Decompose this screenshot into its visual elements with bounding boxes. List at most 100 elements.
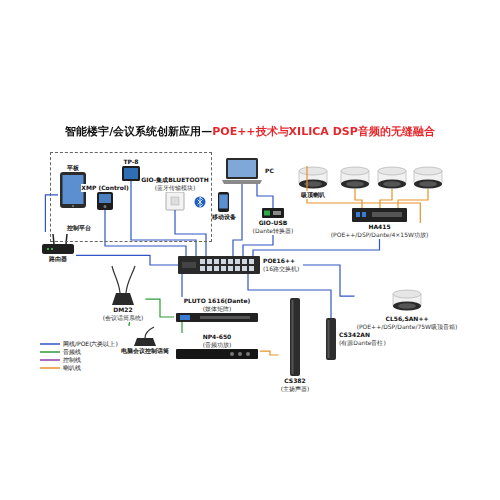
- ceiling-speaker: [414, 167, 442, 189]
- switch-ports: [200, 259, 256, 271]
- device-name: PC: [265, 167, 274, 175]
- amp-knob: [246, 352, 250, 356]
- ceiling-speaker: [299, 167, 327, 189]
- controller-icon: [97, 192, 113, 210]
- device-node: 电脑会议控制话筒: [119, 326, 171, 355]
- speaker-wire: [398, 189, 428, 208]
- device-detail: (蓝牙传输模块): [141, 184, 209, 192]
- router-antenna: [53, 234, 54, 244]
- device-node: GIO-集成BLUETOOTH(蓝牙传输模块): [139, 176, 211, 210]
- device-name: 路由器: [49, 255, 67, 263]
- speaker-grille: [414, 180, 442, 189]
- cable-line: [105, 210, 186, 256]
- router-led: [51, 248, 53, 250]
- gooseneck-mic: [126, 266, 135, 293]
- device-node: XMP (Control): [79, 184, 131, 210]
- device-node: PLUTO 1616(Dante)(媒体矩阵): [174, 297, 260, 322]
- title-text: 智能楼宇/会议系统创新应用—POE++技术与XILICA DSP音频的无缝融合: [65, 125, 435, 139]
- legend-label: 音频线: [63, 348, 81, 356]
- cable-line: [248, 274, 331, 318]
- wall-plate-icon: [166, 192, 184, 210]
- legend-label: 网线/POE(六类以上): [63, 340, 118, 348]
- label-block: 控制平台: [67, 224, 91, 232]
- speaker-grille: [393, 302, 421, 311]
- device-name: CL56,SAN++: [357, 315, 458, 323]
- cable-line: [131, 181, 196, 256]
- group-frame: 控制平台 平板 TP-8XMP (Control) GIO-集成BLUETOOTH(蓝…: [50, 152, 212, 242]
- cable-line: [76, 255, 178, 265]
- laptop-icon: [226, 158, 258, 179]
- switch-icon: [178, 256, 260, 274]
- phone-icon: [218, 192, 229, 212]
- device-name: 电脑会议控制话筒: [121, 347, 169, 355]
- amp-knob: [238, 352, 242, 356]
- column-speaker-highlight: [292, 300, 294, 374]
- device-name: XMP (Control): [81, 184, 129, 192]
- device-name: CS342AN: [339, 331, 386, 339]
- bluetooth-glyph: [198, 197, 203, 207]
- usb-adapter-led: [264, 211, 270, 216]
- label-block: CS382(主扬声器): [281, 377, 310, 393]
- column-speaker-icon: [290, 298, 300, 376]
- legend-line-sample: [40, 359, 60, 361]
- device-detail: (POE++/DSP/Dante/75W吸顶音箱): [357, 323, 458, 331]
- speaker-top: [414, 167, 442, 175]
- speaker-top: [393, 290, 421, 298]
- label-block: TP-8: [123, 158, 139, 166]
- label-block: 平板: [67, 164, 79, 172]
- speaker-cone: [383, 181, 401, 187]
- device-node: POE16++(16路交换机): [178, 256, 303, 274]
- device-node: HA415(POE++/DSP/Dante/4×15W功放): [329, 208, 431, 239]
- label-block: DM22(会议话筒系统): [103, 306, 144, 322]
- amplifier-terminal: [372, 212, 402, 217]
- label-block: CS342AN(有源Dante音柱): [339, 331, 386, 347]
- device-name: DM22: [103, 306, 144, 314]
- phone-screen: [219, 195, 228, 209]
- router-icon: [42, 244, 74, 254]
- device-name: HA415: [331, 223, 429, 231]
- speaker-top: [378, 167, 406, 175]
- column-speaker-highlight: [328, 320, 330, 358]
- cable-line: [243, 235, 273, 256]
- router-led: [47, 248, 49, 250]
- touch-panel-icon: [122, 166, 140, 181]
- device-name: 吸顶喇叭: [301, 191, 325, 199]
- laptop-screen: [228, 160, 256, 177]
- column-speaker-icon: [326, 318, 336, 360]
- device-name: PLUTO 1616(Dante): [184, 297, 251, 305]
- device-detail: (POE++/DSP/Dante/4×15W功放): [331, 231, 429, 239]
- matrix-panel: [200, 316, 250, 319]
- speaker-cone: [398, 303, 416, 309]
- bluetooth-symbol: [195, 197, 206, 208]
- device-node: 移动设备: [210, 192, 238, 221]
- device-name: NP4-650: [203, 333, 232, 341]
- speaker-grille: [299, 180, 327, 189]
- cable-line: [253, 239, 380, 256]
- speaker-cone: [346, 181, 364, 187]
- ceiling-speaker: [341, 167, 369, 189]
- amplifier-port: [362, 212, 366, 217]
- device-node: GIO-USB(Dante转换器): [251, 208, 296, 235]
- device-name: TP-8: [123, 158, 139, 166]
- label-block: 吸顶喇叭: [301, 191, 325, 199]
- label-block: XMP (Control): [81, 184, 129, 192]
- speaker-grille: [378, 180, 406, 189]
- usb-port: [273, 211, 281, 215]
- speaker-wire: [380, 189, 392, 208]
- device-detail: (有源Dante音柱): [339, 339, 386, 347]
- title-bar: 智能楼宇/会议系统创新应用—POE++技术与XILICA DSP音频的无缝融合: [0, 120, 500, 139]
- device-node: TP-8: [120, 158, 142, 181]
- label-block: PC: [265, 167, 274, 175]
- legend-line-sample: [40, 343, 60, 345]
- label-block: GIO-集成BLUETOOTH(蓝牙传输模块): [141, 176, 209, 192]
- label-block: NP4-650(音频功放): [203, 333, 232, 349]
- device-name: CS382: [281, 377, 310, 385]
- amplifier-port: [356, 212, 360, 217]
- device-name: 平板: [67, 164, 79, 172]
- speaker-cone: [419, 181, 437, 187]
- cable-line: [175, 210, 206, 256]
- delegate-mic-base: [134, 338, 156, 346]
- device-node: 路由器: [40, 232, 76, 263]
- delegate-mic-neck: [145, 327, 154, 338]
